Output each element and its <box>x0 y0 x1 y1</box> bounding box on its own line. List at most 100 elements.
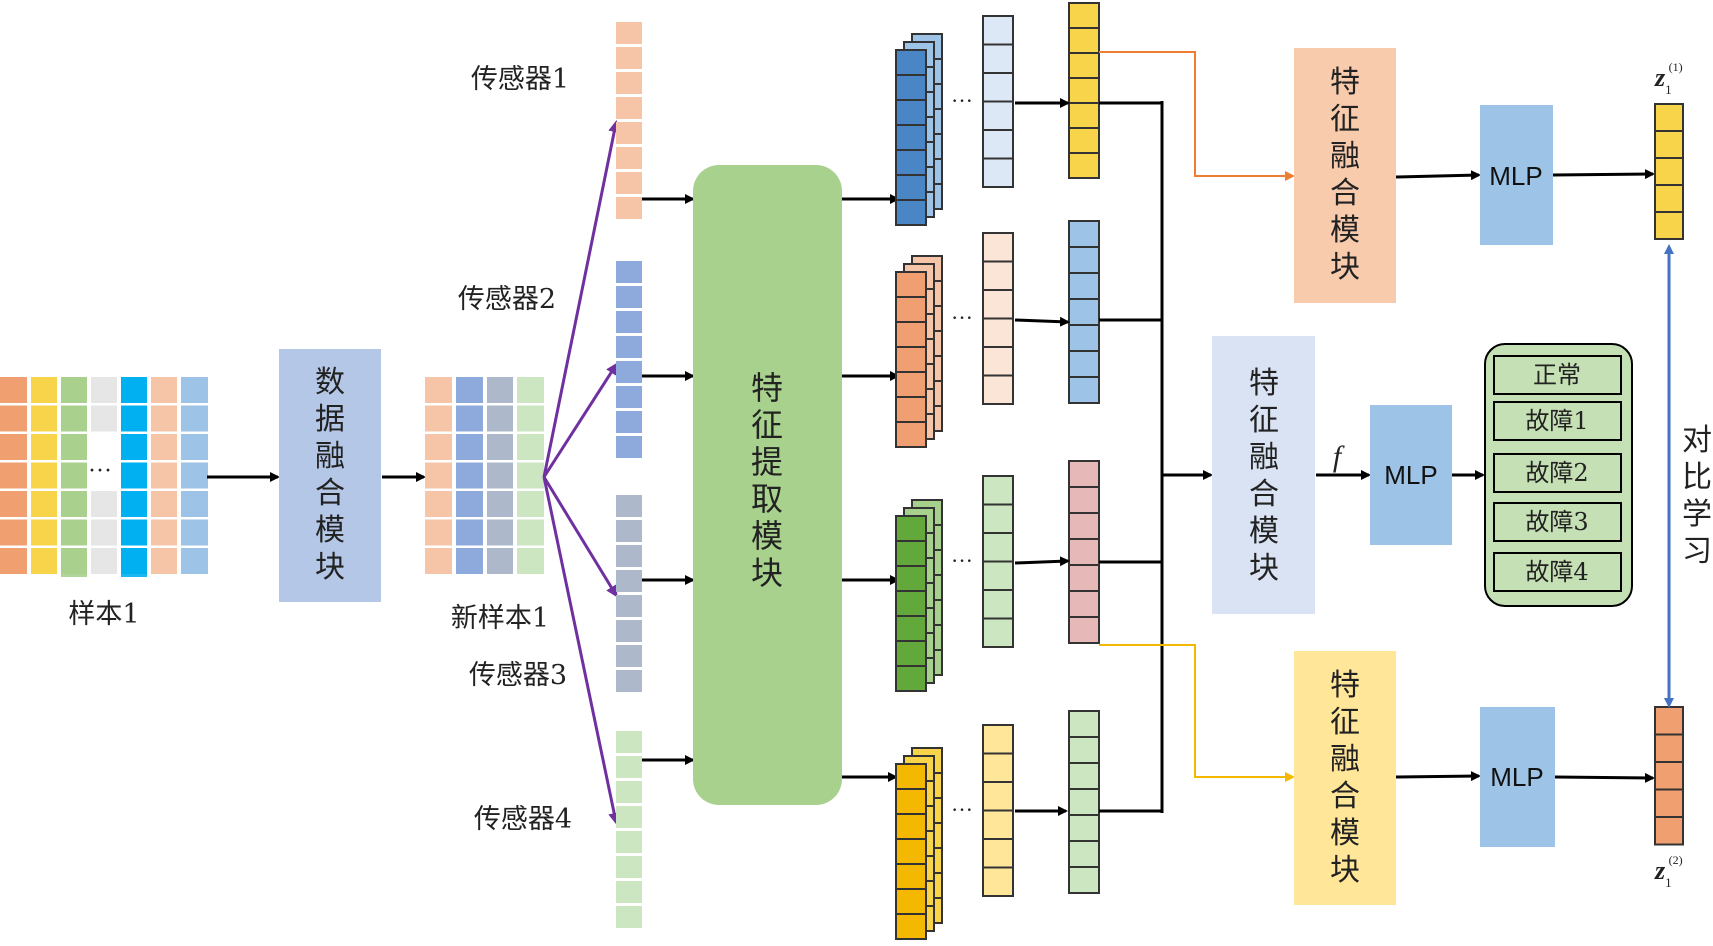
row-1-vector-cell <box>982 129 1014 160</box>
stack-3-front-cell <box>895 540 927 567</box>
new-sample-matrix <box>425 377 544 574</box>
row-4-final-cell <box>1068 840 1100 868</box>
ellipsis-row-2: ··· <box>951 305 973 330</box>
stack-2-front-cell <box>895 296 927 323</box>
stack-2-front-cell <box>895 271 927 298</box>
row-1-final-cell <box>1068 77 1100 104</box>
sample-cell <box>0 462 27 489</box>
new-sample-cell <box>425 462 452 489</box>
row-2-final-cell <box>1068 246 1100 274</box>
row-4-vector-cell <box>982 866 1014 897</box>
stack-1-front-cell <box>895 199 927 226</box>
sensor-1-cell <box>616 197 642 219</box>
arrow-row3-to-final <box>1014 556 1070 567</box>
contrastive-learning-label: 对比学习 <box>1682 423 1712 569</box>
sample-cell <box>31 377 57 403</box>
mlp-bottom-label: MLP <box>1490 762 1543 792</box>
new-sample-label: 新样本1 <box>451 603 549 634</box>
sample-cell <box>91 548 117 574</box>
row-4-vector-cell <box>982 724 1014 755</box>
sensor-1-cell <box>616 22 642 44</box>
class-item <box>1493 355 1622 395</box>
sample-cell <box>181 405 208 432</box>
sample-cell <box>0 491 27 517</box>
z2-cell <box>1654 761 1684 791</box>
new-sample-cell <box>487 405 513 432</box>
class-item <box>1493 453 1622 493</box>
sensor-4-cell <box>616 806 642 828</box>
feature-fusion-center-label: 特征融合模块 <box>1249 366 1279 586</box>
sample-cell <box>31 405 57 432</box>
z2-cell <box>1654 706 1684 736</box>
row-4-final-cell <box>1068 736 1100 764</box>
new-sample-cell <box>425 548 452 574</box>
sample-label: 样本1 <box>68 599 139 630</box>
sample-cell <box>151 548 177 574</box>
new-sample-cell <box>425 434 452 460</box>
row-3-vector-cell <box>982 617 1014 648</box>
new-sample-cell <box>487 462 513 489</box>
stack-4-front-cell <box>895 888 927 915</box>
row-1-vector-cell <box>982 43 1014 74</box>
stack-4-front-cell <box>895 813 927 840</box>
row-3-final-cell <box>1068 460 1100 488</box>
new-sample-cell <box>487 377 513 403</box>
class-item-label: 故障3 <box>1525 508 1588 536</box>
f-symbol: f <box>1333 440 1345 473</box>
sample-cell <box>181 548 208 574</box>
sample-cell <box>91 377 117 403</box>
row-2-final-cell <box>1068 350 1100 378</box>
row-1-vector-cell <box>982 100 1014 131</box>
sample-cell <box>181 434 208 460</box>
sensor-4-cell <box>616 781 642 803</box>
sensor-2-cell <box>616 386 642 408</box>
gold-connector <box>1099 644 1295 782</box>
new-sample-cell <box>487 519 513 546</box>
arrow-fusion-top-to-mlp <box>1395 170 1481 181</box>
z1-cell <box>1654 157 1684 186</box>
sample-cell <box>0 434 27 460</box>
arrow-mlp-top-to-z1 <box>1552 169 1655 180</box>
feature-fusion-bottom <box>1294 651 1396 905</box>
arrow-mlp-bottom-to-z2 <box>1554 772 1655 783</box>
stack-1-front-cell <box>895 174 927 201</box>
row-1-final-cell <box>1068 27 1100 54</box>
new-sample-cell <box>517 405 544 432</box>
sensor-1-cell <box>616 172 642 194</box>
new-sample-cell <box>517 462 544 489</box>
sensor-3-cell <box>616 570 642 592</box>
sample-column-fill <box>121 377 147 577</box>
split-arrow-3 <box>542 476 618 598</box>
sensor-1-cell <box>616 72 642 94</box>
split-arrow-4 <box>542 476 621 825</box>
sample-matrix <box>0 377 208 577</box>
sensor-label-1: 传感器1 <box>471 64 569 95</box>
mlp-center <box>1370 405 1452 545</box>
sensor-2-cell <box>616 286 642 308</box>
ellipsis-row-4: ··· <box>951 797 973 822</box>
stack-1-front-cell <box>895 149 927 176</box>
stack-3-front-cell <box>895 640 927 667</box>
row-4-final-cell <box>1068 762 1100 790</box>
sensor-1-cell <box>616 147 642 169</box>
row-2-vector-cell <box>982 232 1014 263</box>
z1-cell <box>1654 103 1684 132</box>
row-1-vector-cell <box>982 15 1014 46</box>
sensor-label-3: 传感器3 <box>469 660 567 691</box>
new-sample-cell <box>517 519 544 546</box>
row-2-vector-cell <box>982 317 1014 348</box>
stack-2-front-cell <box>895 346 927 373</box>
sensor-3-cell <box>616 520 642 542</box>
row-4-vector-cell <box>982 809 1014 840</box>
new-sample-cell <box>517 434 544 460</box>
sensor-1-cell <box>616 122 642 144</box>
sensor-label-2: 传感器2 <box>458 284 556 315</box>
class-item-label: 故障1 <box>1525 407 1588 435</box>
split-arrow-2 <box>542 362 618 478</box>
row-3-vector-cell <box>982 589 1014 620</box>
stack-3-front-cell <box>895 565 927 592</box>
class-item-label: 正常 <box>1533 361 1581 389</box>
sample-cell <box>151 405 177 432</box>
sensor-4-cell <box>616 856 642 878</box>
sensor-3-cell <box>616 595 642 617</box>
